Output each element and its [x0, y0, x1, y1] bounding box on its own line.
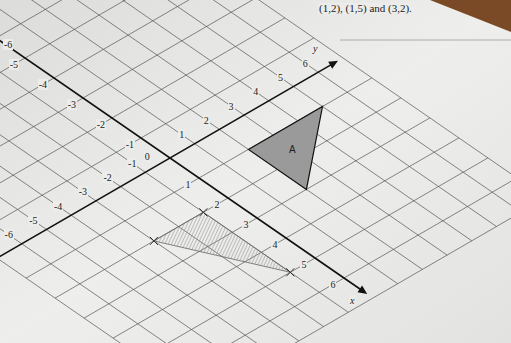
axis-number: 2	[213, 199, 220, 210]
axis-number: -2	[96, 119, 106, 130]
question-text: (1,2), (1,5) and (3,2).	[318, 3, 413, 14]
axis-number: 3	[242, 219, 249, 230]
axis-number: 1	[184, 179, 191, 190]
axis-number: 5	[277, 72, 284, 83]
page-rule	[340, 40, 511, 41]
axis-number: 6	[329, 279, 336, 290]
axis-number: -2	[102, 172, 112, 183]
vertex-marks	[150, 208, 294, 276]
x-arrowhead	[358, 286, 368, 294]
hatched-triangle	[154, 212, 290, 272]
axis-number: 4	[271, 239, 278, 250]
shape-label: A	[289, 144, 296, 155]
axis-number: -4	[53, 201, 63, 212]
axis-number: -5	[28, 215, 38, 226]
y-arrowhead	[328, 61, 338, 69]
axis-number: 3	[228, 101, 235, 112]
axis-number: 1	[178, 129, 185, 140]
axis-number: -6	[3, 39, 13, 50]
axis-number: 2	[203, 115, 210, 126]
axis-number: -5	[9, 59, 19, 70]
axis-number: -1	[125, 139, 135, 150]
axis-name: y	[312, 43, 318, 54]
axis-number: 4	[252, 86, 259, 97]
axis-number: -6	[4, 229, 14, 240]
axis-number: -3	[67, 99, 77, 110]
axis-number: 5	[300, 259, 307, 270]
shaded-triangle: A	[289, 139, 296, 157]
axis-number: 6	[302, 58, 309, 69]
axis-number: -1	[127, 158, 137, 169]
axis-name: x	[349, 295, 355, 306]
wood-table	[430, 0, 511, 32]
axis-number: -3	[78, 186, 88, 197]
origin-label: 0	[144, 151, 151, 162]
axis-number: -4	[38, 79, 48, 90]
